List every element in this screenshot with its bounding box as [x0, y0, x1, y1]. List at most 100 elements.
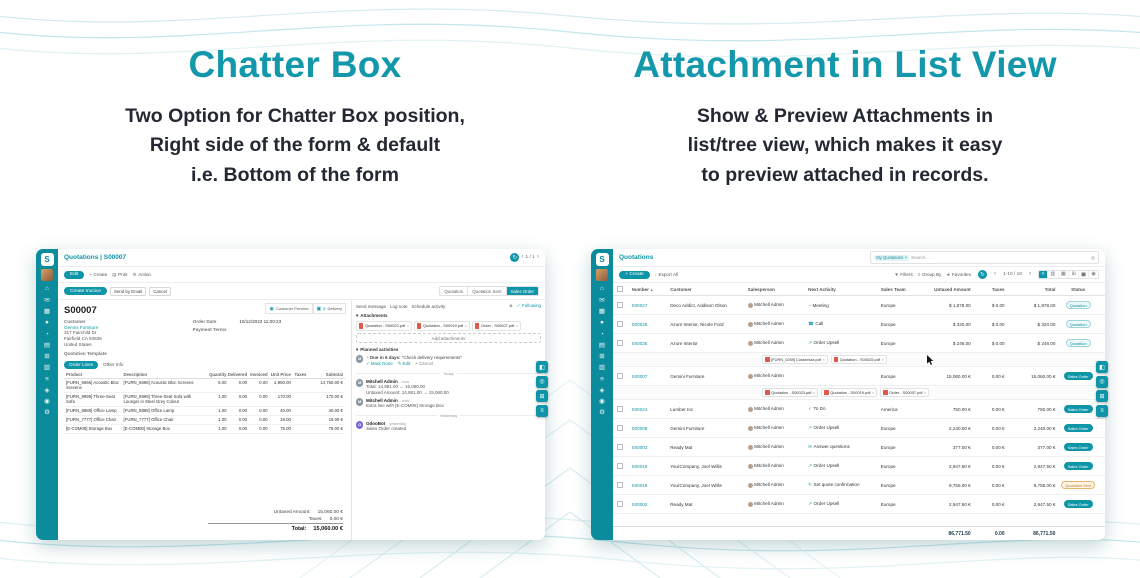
- remove-attachment-icon[interactable]: ×: [812, 390, 816, 395]
- calendar-view-icon[interactable]: ▦: [1057, 271, 1069, 278]
- send-by-email-button[interactable]: Send by Email: [109, 286, 147, 296]
- status-quotation[interactable]: Quotation: [440, 287, 468, 295]
- menu-icon[interactable]: ≡: [1096, 404, 1108, 417]
- purchase-icon[interactable]: ⊞: [44, 353, 50, 361]
- edit-button[interactable]: Edit: [64, 270, 85, 279]
- log-note-button[interactable]: Log note: [389, 303, 408, 309]
- kanban-view-icon[interactable]: ▥: [1046, 271, 1058, 278]
- row-checkbox[interactable]: [617, 320, 623, 327]
- remove-attachment-icon[interactable]: ×: [871, 390, 875, 395]
- project-icon[interactable]: ◈: [599, 386, 605, 394]
- pager-next-icon[interactable]: ›: [1029, 270, 1032, 278]
- pager-next-icon[interactable]: ›: [536, 253, 539, 261]
- create-button[interactable]: +Create: [89, 272, 107, 277]
- action-button[interactable]: ⚙Action: [133, 272, 151, 278]
- accounting-icon[interactable]: ≡: [600, 375, 604, 383]
- pager-prev-icon[interactable]: ‹: [521, 253, 524, 261]
- row-checkbox[interactable]: [617, 443, 623, 450]
- settings-icon[interactable]: ⚙: [599, 409, 605, 417]
- sales-icon[interactable]: ▤: [43, 341, 51, 349]
- menu-icon[interactable]: ≡: [536, 404, 548, 417]
- order-line-row[interactable]: [FURN_8888] Office Lamp[FURN_8888] Offic…: [64, 407, 345, 416]
- column-header[interactable]: Unit Price: [270, 371, 291, 377]
- group-by-button[interactable]: ≡Group By: [918, 272, 942, 277]
- next-activity-icon[interactable]: ✓: [808, 406, 813, 411]
- next-activity-icon[interactable]: ✎: [808, 482, 813, 487]
- next-activity-icon[interactable]: ◔: [808, 302, 811, 308]
- cancel-activity-button[interactable]: ×Cancel: [415, 361, 433, 367]
- filters-button[interactable]: ▼Filters: [894, 272, 913, 277]
- attachment-chip[interactable]: Quotation - S00019.pdf×: [413, 321, 470, 331]
- calendar-icon[interactable]: ▦: [598, 307, 606, 315]
- apps-grid-icon[interactable]: ⊞: [536, 390, 548, 402]
- message-author[interactable]: Mitchell Admin: [365, 398, 398, 404]
- inventory-icon[interactable]: ▥: [43, 364, 51, 372]
- create-button[interactable]: +Create: [619, 270, 650, 279]
- create-invoice-button[interactable]: Create Invoice: [64, 287, 107, 295]
- project-icon[interactable]: ◈: [44, 386, 50, 394]
- column-header[interactable]: Delivered: [227, 371, 248, 377]
- remove-attachment-icon[interactable]: ×: [406, 323, 409, 329]
- pager-prev-icon[interactable]: ‹: [993, 270, 997, 278]
- column-header-status[interactable]: Status: [1071, 286, 1086, 292]
- order-line-row[interactable]: [FURN_7777] Office Chair[FURN_7777] Offi…: [64, 416, 345, 425]
- home-icon[interactable]: ⌂: [45, 285, 49, 293]
- status-quotation-sent[interactable]: Quotation Sent: [467, 287, 506, 295]
- purchase-icon[interactable]: ⊞: [599, 353, 605, 361]
- print-button[interactable]: ▤Print: [112, 272, 127, 278]
- user-avatar[interactable]: [596, 269, 608, 281]
- next-activity-icon[interactable]: ↗: [808, 425, 813, 430]
- order-line-row[interactable]: [E-COM08] Storage Box[E-COM08] Storage B…: [64, 425, 345, 434]
- column-header-taxes[interactable]: Taxes: [991, 286, 1005, 292]
- next-activity-icon[interactable]: ↗: [808, 340, 813, 345]
- attachment-chip[interactable]: Quotation - S00025.pdf×: [830, 354, 887, 365]
- column-header[interactable]: Subtotal: [325, 371, 343, 377]
- search-bar[interactable]: My Quotations × Search... ◎: [870, 251, 1099, 264]
- delivery-smart-button[interactable]: ▣ 2 Delivery: [312, 303, 346, 314]
- row-checkbox[interactable]: [617, 462, 623, 469]
- column-header[interactable]: Quantity: [209, 371, 227, 377]
- order-date-value[interactable]: 10/12/2022 11:00:23: [239, 319, 282, 324]
- remove-attachment-icon[interactable]: ×: [924, 390, 927, 395]
- column-header[interactable]: Description: [123, 371, 148, 377]
- discuss-icon[interactable]: ✉: [44, 296, 50, 304]
- home-icon[interactable]: ⌂: [600, 285, 604, 293]
- contacts-icon[interactable]: ●: [45, 319, 49, 327]
- chatter-position-icon[interactable]: ◧: [1096, 361, 1108, 373]
- tab-order-lines[interactable]: Order Lines: [64, 360, 99, 369]
- row-checkbox[interactable]: [617, 481, 623, 488]
- website-icon[interactable]: ◉: [44, 398, 50, 406]
- next-activity-icon[interactable]: ☎: [808, 321, 814, 326]
- row-checkbox[interactable]: [617, 339, 623, 346]
- contacts-icon[interactable]: ●: [600, 319, 604, 327]
- sales-icon[interactable]: ▤: [598, 341, 606, 349]
- app-logo[interactable]: S: [595, 253, 609, 266]
- accounting-icon[interactable]: ≡: [45, 375, 49, 383]
- order-line-row[interactable]: [FURN_6666] Acoustic Bloc Screens[FURN_6…: [64, 379, 345, 393]
- inventory-icon[interactable]: ▥: [598, 364, 606, 372]
- column-header[interactable]: Invoiced: [250, 371, 268, 377]
- chevron-down-icon[interactable]: ▾: [355, 312, 359, 318]
- cancel-button[interactable]: Cancel: [149, 286, 171, 296]
- pivot-view-icon[interactable]: ⊞: [1068, 271, 1079, 278]
- breadcrumb[interactable]: Quotations | S00007: [64, 254, 127, 261]
- customer-value[interactable]: Gemini Furniture: [64, 324, 99, 330]
- column-header-salesperson[interactable]: Salesperson: [747, 286, 775, 292]
- user-avatar[interactable]: [41, 269, 53, 281]
- edit-activity-button[interactable]: ✎Edit: [398, 361, 411, 367]
- column-header-sales-team[interactable]: Sales Team: [880, 286, 906, 292]
- row-checkbox[interactable]: [617, 500, 623, 507]
- row-checkbox[interactable]: [617, 301, 623, 308]
- calendar-icon[interactable]: ▦: [43, 307, 51, 315]
- apps-grid-icon[interactable]: ⊞: [1096, 390, 1108, 402]
- search-icon[interactable]: ◎: [1090, 254, 1095, 260]
- tab-other-info[interactable]: Other Info: [103, 362, 124, 368]
